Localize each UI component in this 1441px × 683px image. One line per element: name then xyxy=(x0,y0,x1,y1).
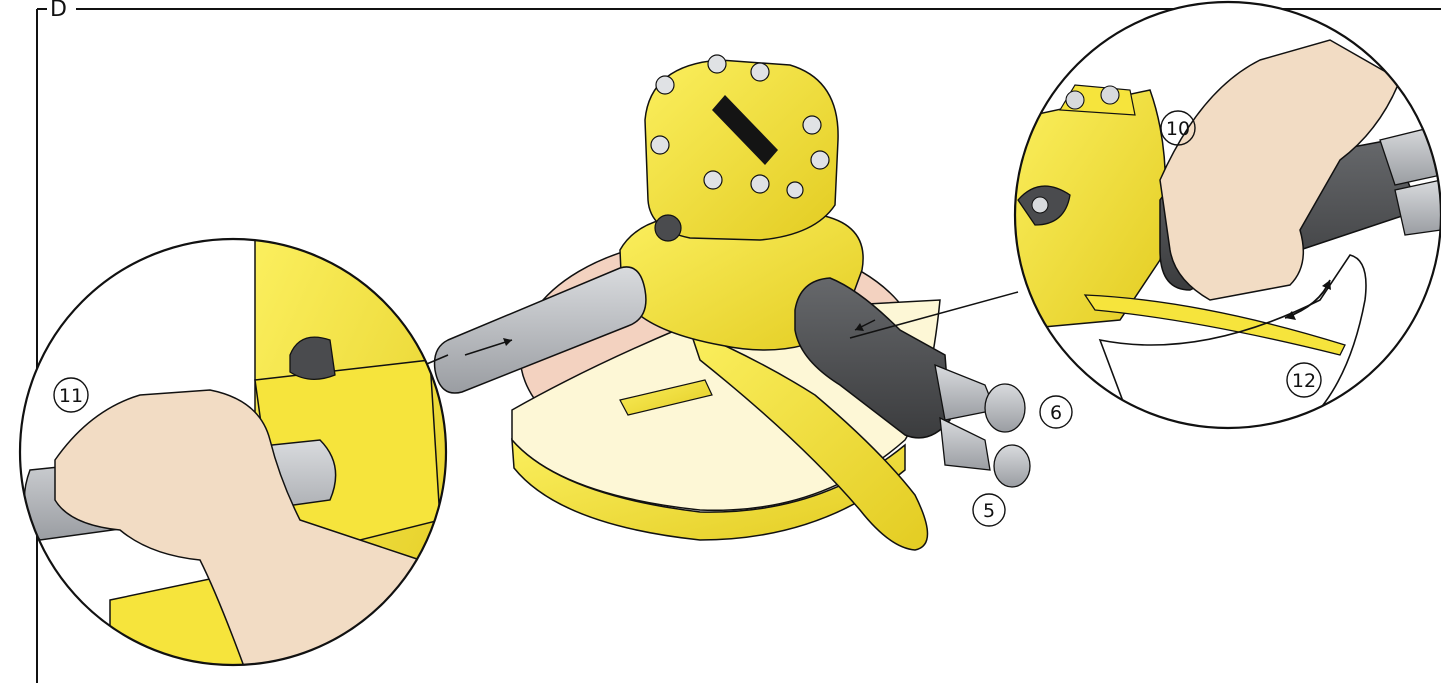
svg-text:11: 11 xyxy=(59,385,83,407)
depth-arm xyxy=(619,379,713,416)
svg-text:6: 6 xyxy=(1050,402,1062,424)
svg-text:5: 5 xyxy=(983,500,995,522)
cap-bolts xyxy=(650,54,830,199)
guard-rim xyxy=(511,437,906,541)
panel-letter: D xyxy=(50,0,67,22)
trigger-loop xyxy=(688,328,929,551)
callout-11: 11 xyxy=(53,377,89,413)
label-plate xyxy=(712,95,778,165)
leader-line-right xyxy=(849,291,1019,339)
callout-10: 10 xyxy=(1160,110,1196,146)
callout-5: 5 xyxy=(972,493,1006,527)
callout-6: 6 xyxy=(1039,395,1073,429)
callout-12: 12 xyxy=(1286,362,1322,398)
lock-knob xyxy=(654,214,682,242)
detail-circle-side-handle xyxy=(18,237,448,667)
hose-couplers xyxy=(934,363,1031,488)
svg-text:10: 10 xyxy=(1166,118,1190,140)
straight-arrow-icon xyxy=(854,319,876,331)
straight-arrow-icon xyxy=(464,338,513,356)
curved-double-arrow-icon xyxy=(1284,279,1331,320)
detail-circle-grip xyxy=(1013,0,1441,430)
svg-text:12: 12 xyxy=(1292,370,1316,392)
saw-main xyxy=(433,54,1031,551)
